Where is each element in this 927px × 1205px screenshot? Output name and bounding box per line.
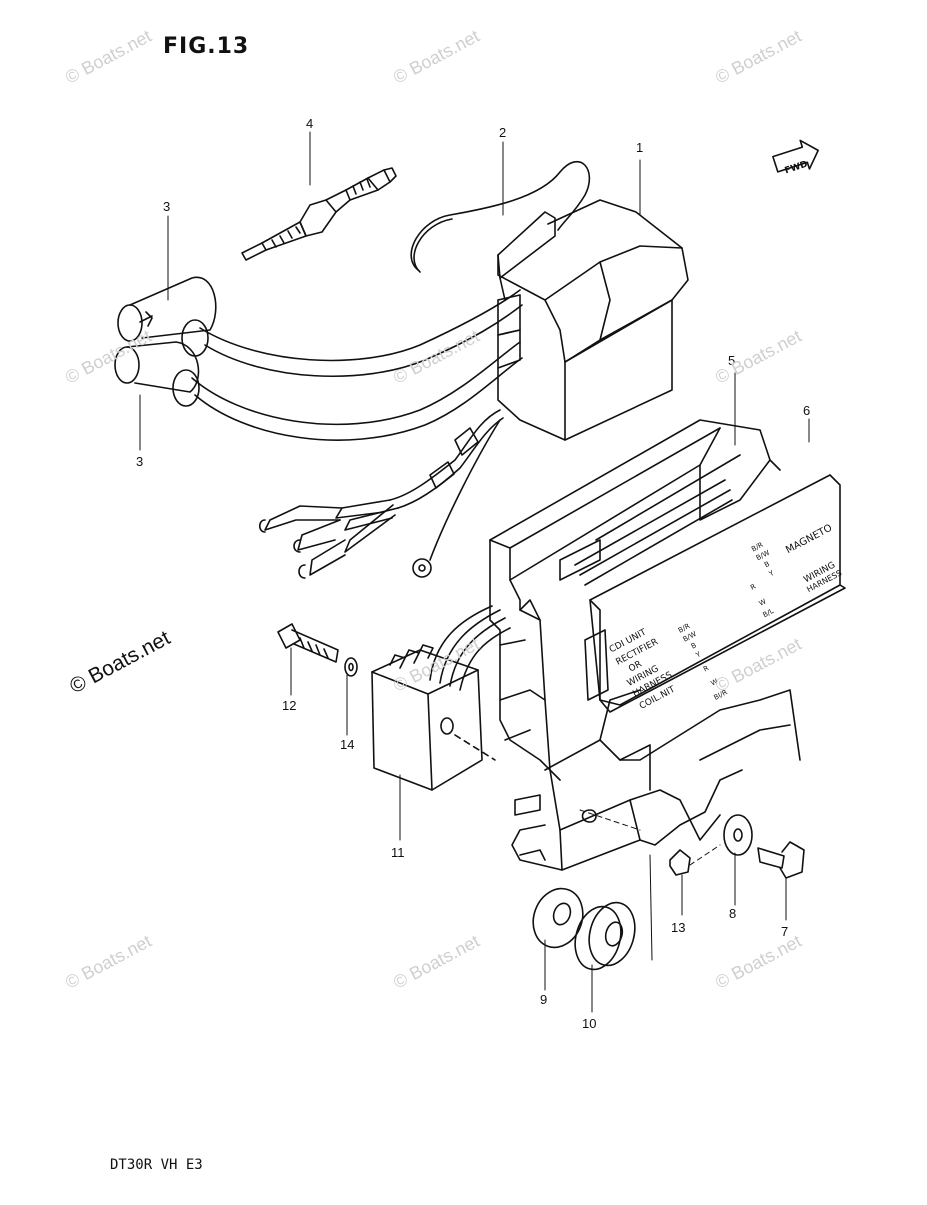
ignition-coil	[497, 199, 689, 441]
plug-cap-lower	[114, 341, 200, 407]
callout-14: 14	[340, 737, 355, 752]
washer-14	[344, 657, 358, 677]
coil-pigtail-wires	[258, 409, 504, 579]
callout-4: 4	[306, 116, 314, 131]
washer-8	[723, 814, 753, 856]
cdi-label-plate-text: CDI UNIT RECTIFIER OR WIRING HARNESS COI…	[608, 627, 677, 711]
svg-text:W: W	[758, 597, 768, 607]
magneto-plate-text: MAGNETO B/R B/W B Y WIRING HARNESS	[750, 523, 843, 595]
callout-6: 6	[803, 403, 811, 418]
callout-12: 12	[282, 698, 297, 713]
bolt-12	[277, 623, 339, 663]
model-code: DT30R VH E3	[110, 1157, 203, 1173]
callout-5: 5	[728, 353, 736, 368]
svg-text:R: R	[702, 664, 710, 673]
svg-text:Y: Y	[767, 569, 776, 579]
wiring-harness-plate	[584, 474, 846, 713]
cdi-unit	[489, 419, 781, 781]
callout-2: 2	[499, 125, 507, 140]
coil-ground-wire	[410, 160, 591, 271]
ht-lead-upper	[199, 289, 521, 362]
svg-text:B/L: B/L	[762, 607, 776, 619]
svg-text:R: R	[749, 582, 757, 591]
forward-arrow-icon	[772, 139, 819, 173]
callout-9: 9	[540, 992, 548, 1007]
ht-lead-lower	[191, 341, 521, 426]
callout-10: 10	[582, 1016, 597, 1031]
spark-plug	[241, 167, 397, 261]
washer-9	[532, 887, 584, 949]
callout-3-upper: 3	[163, 199, 171, 214]
leader-lines	[139, 131, 810, 1013]
callout-8: 8	[729, 906, 737, 921]
svg-text:Y: Y	[694, 650, 703, 660]
mounting-bracket	[511, 689, 801, 871]
figure-title: FIG.13	[163, 34, 250, 59]
svg-text:B: B	[763, 560, 771, 569]
callout-1: 1	[636, 140, 644, 155]
callout-13: 13	[671, 920, 686, 935]
grommet-10	[574, 901, 636, 971]
callout-7: 7	[781, 924, 789, 939]
nut-13	[669, 849, 691, 876]
svg-text:W: W	[710, 677, 720, 687]
rectifier-regulator	[371, 605, 511, 791]
bolt-7	[757, 841, 805, 879]
svg-text:B: B	[690, 641, 698, 650]
callout-11: 11	[391, 845, 405, 860]
svg-text:MAGNETO: MAGNETO	[784, 523, 834, 557]
callout-3-lower: 3	[136, 454, 144, 469]
